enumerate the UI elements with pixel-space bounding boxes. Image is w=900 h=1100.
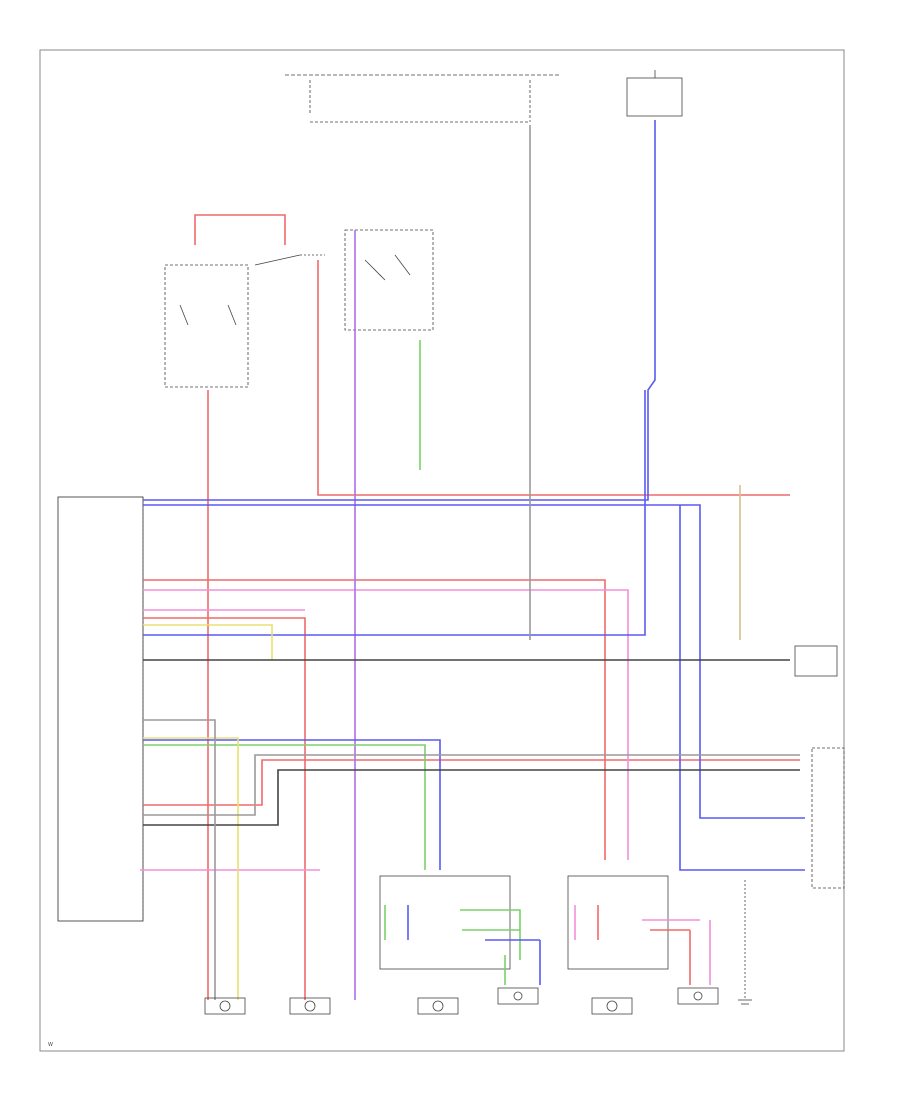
network-box-left xyxy=(567,875,669,970)
tweeter-left xyxy=(677,987,719,1005)
wire-blue-b xyxy=(143,504,805,819)
corner-code: W xyxy=(48,1042,53,1048)
wire-blue-d xyxy=(143,739,441,870)
diagram-frame xyxy=(39,49,845,1052)
wire-green-c xyxy=(460,909,521,960)
speaker-left-front xyxy=(591,997,633,1015)
wire-red-f xyxy=(143,759,800,806)
transmitter-block xyxy=(344,229,434,331)
wire-red-a xyxy=(194,214,286,245)
relay-block-mid xyxy=(254,254,325,266)
network-right-wires xyxy=(384,905,541,985)
wire-gray-a xyxy=(143,719,216,1000)
relay-block-left xyxy=(164,264,249,388)
wire-black-b xyxy=(143,769,800,826)
wire-red-d xyxy=(143,579,606,860)
wire-green-b xyxy=(143,744,426,870)
wire-yellow-b xyxy=(143,624,273,660)
wire-gray-b xyxy=(143,754,800,816)
top-fuse-bus xyxy=(285,70,683,123)
connector-right-top xyxy=(794,645,838,677)
tweeter-right xyxy=(497,987,539,1005)
wire-blue-c xyxy=(143,390,646,636)
network-left-wires xyxy=(574,905,711,985)
control-unit xyxy=(57,496,144,922)
speaker-left-rear xyxy=(204,997,246,1015)
ground-symbol xyxy=(738,880,752,1005)
wire-blue-a xyxy=(143,120,656,501)
wire-yellow-a xyxy=(143,737,239,1000)
wire-red-e xyxy=(143,617,306,1000)
wire-blue-e xyxy=(679,505,805,871)
connector-right-bottom xyxy=(811,747,845,889)
speaker-right-rear xyxy=(289,997,331,1015)
speaker-right-front xyxy=(417,997,459,1015)
network-box-right xyxy=(379,875,511,970)
wire-red-b xyxy=(317,260,790,496)
